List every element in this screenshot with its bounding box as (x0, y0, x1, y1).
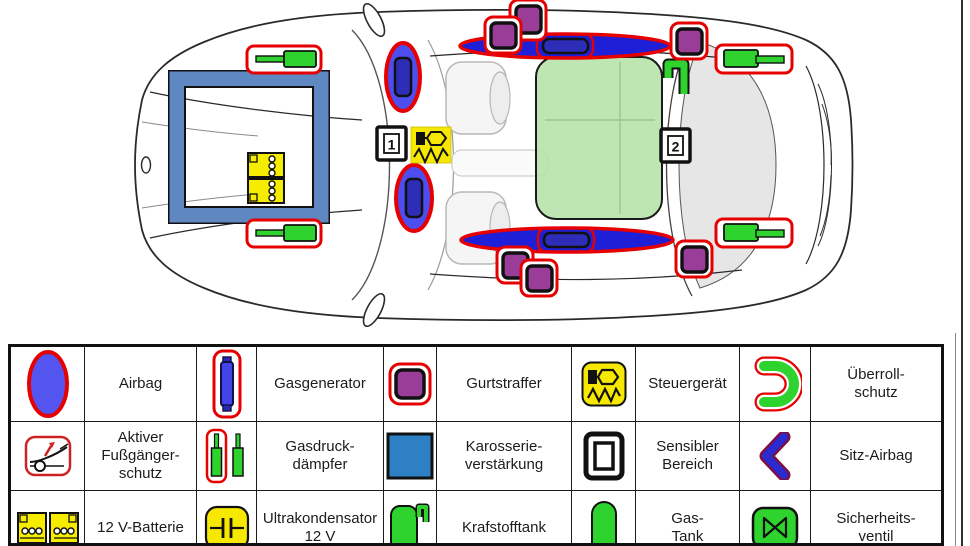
gas-tank-icon (590, 500, 617, 543)
legend-label-cell: Airbag (85, 347, 197, 422)
steuergeraet-icon (581, 361, 626, 407)
legend-label-cell: Aktiver Fußgänger- schutz (85, 422, 197, 491)
legend-label: Karosserie- verstärkung (464, 438, 544, 473)
sitz-airbag-icon (759, 432, 791, 480)
legend-icon-cell (572, 347, 636, 422)
legend-icon-cell (197, 422, 257, 491)
legend-icon-cell (740, 422, 811, 491)
legend-label: Aktiver Fußgänger- schutz (101, 429, 180, 482)
fussgaengerschutz-icon (24, 435, 71, 477)
legend-icon-cell (11, 347, 85, 422)
kraftstofftank-area (535, 56, 690, 220)
curtain-airbag-bottom (459, 226, 675, 254)
gurtstraffer-bottom-right (674, 239, 714, 279)
legend-label: Sensibler Bereich (656, 438, 719, 473)
ultrakondensator-icon (204, 505, 249, 543)
legend-icon-cell (11, 422, 85, 491)
marker-2: 2 (659, 127, 692, 164)
gurtstraffer-markers (483, 0, 714, 298)
legend-icon-cell (740, 491, 811, 543)
gurtstraffer-bottom-2 (519, 258, 559, 298)
gasdruckdaempfer-front-bottom (245, 218, 323, 249)
gasgenerator-icon (212, 349, 241, 419)
svg-text:1: 1 (388, 137, 396, 153)
kraftstofftank-icon (390, 503, 430, 543)
steuergeraet-symbol (410, 126, 452, 165)
front-airbag-driver (384, 41, 422, 113)
front-airbag-passenger (394, 163, 434, 233)
legend-icon-cell (197, 347, 257, 422)
legend-label-cell: Überroll- schutz (811, 347, 941, 422)
legend-table: Airbag Gasgenerator Gurtstraffer (8, 344, 944, 546)
car-diagram: 1 2 (134, 0, 854, 328)
gasdruckdaempfer-rear-bottom (714, 217, 794, 249)
legend-label: Gasdruck- dämpfer (285, 438, 355, 473)
legend-icon-cell (11, 491, 85, 543)
legend-label-cell: Krafstofftank (437, 491, 572, 543)
gasgenerator-passenger (404, 177, 424, 219)
legend-label-cell: Karosserie- verstärkung (437, 422, 572, 491)
legend-label-cell: Gas- Tank (636, 491, 740, 545)
legend-label-cell: Gasdruck- dämpfer (257, 422, 384, 491)
gasdruckdaempfer-rear-top (714, 43, 794, 75)
legend-label: Gurtstraffer (466, 375, 542, 393)
legend-icon-cell (384, 347, 437, 422)
legend-label-cell: Sicherheits- ventil (811, 491, 941, 545)
table-edge-line (955, 333, 956, 546)
legend-label-cell: Ultrakondensator 12 V (257, 491, 384, 545)
karosserieverstaerkung-icon (386, 432, 434, 480)
gasgenerator-driver (393, 56, 413, 98)
legend-icon-cell (384, 491, 437, 543)
gurtstraffer-top-right (669, 21, 709, 61)
legend-icon-cell (740, 347, 811, 422)
car-topview-svg: 1 2 (134, 0, 854, 328)
marker-1: 1 (375, 125, 408, 162)
gasgenerator-bottom (542, 231, 591, 249)
side-mirror-right (362, 292, 386, 328)
legend-icon-cell (197, 491, 257, 543)
legend-label-cell: Gasgenerator (257, 347, 384, 422)
gasdruckdaempfer-front-top (245, 44, 323, 75)
batterie-12v-icon (16, 511, 79, 543)
page-edge-line (961, 0, 963, 546)
svg-text:2: 2 (672, 139, 680, 155)
legend-label: Gasgenerator (274, 375, 366, 393)
legend-label-cell: Sitz-Airbag (811, 422, 941, 491)
legend-label: Überroll- schutz (847, 366, 905, 401)
legend-label-cell: 12 V-Batterie (85, 491, 197, 543)
legend-label-cell: Gurtstraffer (437, 347, 572, 422)
legend-label: Krafstofftank (462, 518, 546, 536)
legend-label: Sitz-Airbag (839, 447, 913, 465)
legend-label: Ultrakondensator 12 V (262, 509, 378, 545)
gurtstraffer-top-2 (483, 15, 523, 55)
sicherheitsventil-icon (751, 506, 799, 543)
legend-icon-cell (384, 422, 437, 491)
legend-label-cell: Steuergerät (636, 347, 740, 422)
gurtstraffer-icon (388, 362, 432, 406)
legend-label: Steuergerät (648, 375, 727, 393)
sensibler-bereich-icon (583, 431, 624, 481)
legend-label: Gas- Tank (671, 509, 704, 545)
hood-emblem (140, 156, 152, 174)
gasgenerator-top (541, 37, 590, 55)
gasdruckdaempfer-icon (205, 428, 244, 484)
airbag-icon (26, 350, 69, 418)
legend-icon-cell (572, 491, 636, 543)
legend-label: 12 V-Batterie (97, 518, 184, 536)
legend-label: Airbag (118, 375, 163, 393)
ueberrollschutz-icon (754, 356, 802, 412)
side-mirror-left (362, 2, 386, 38)
legend-label-cell: Sensibler Bereich (636, 422, 740, 491)
legend-label: Sicherheits- ventil (836, 509, 916, 545)
legend-icon-cell (572, 422, 636, 491)
battery-12v (247, 152, 285, 204)
